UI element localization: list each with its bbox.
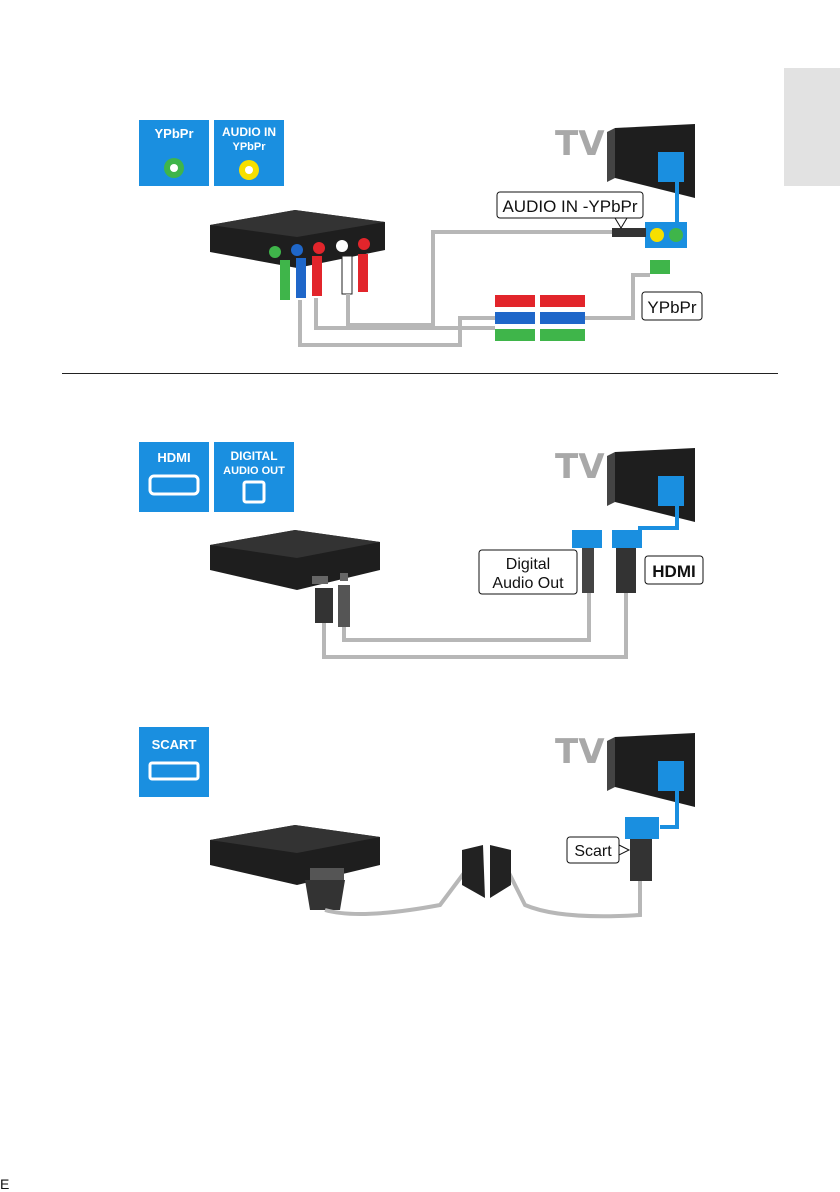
tv-icon <box>607 448 695 532</box>
digital-callout-line1: Digital <box>506 556 550 573</box>
tv-label: TV <box>555 447 605 487</box>
tv-icon <box>607 733 695 827</box>
source-plugs <box>315 585 350 627</box>
audio-in-badge-line1: AUDIO IN <box>222 125 276 139</box>
hdmi-connection-diagram: HDMI DIGITAL AUDIO OUT TV Digital Au <box>0 430 840 670</box>
audio-in-callout-text: AUDIO IN -YPbPr <box>502 197 637 216</box>
page-number: E <box>0 1176 9 1192</box>
audio-in-badge-line2: YPbPr <box>232 141 266 153</box>
hdmi-badge: HDMI <box>139 442 209 512</box>
tv-label: TV <box>555 732 605 772</box>
digital-badge-line1: DIGITAL <box>230 449 277 463</box>
digital-badge-line2: AUDIO OUT <box>223 465 285 477</box>
tv-scart-port <box>625 817 659 881</box>
ypbpr-callout: YPbPr <box>642 292 702 320</box>
source-scart-plug <box>305 880 345 910</box>
scart-callout: Scart <box>567 837 629 863</box>
ypbpr-badge-label: YPbPr <box>154 126 193 141</box>
tv-label: TV <box>555 124 605 164</box>
section-divider <box>62 373 778 374</box>
source-device <box>210 825 380 885</box>
scart-badge: SCART <box>139 727 209 797</box>
digital-audio-out-badge: DIGITAL AUDIO OUT <box>214 442 294 512</box>
cables <box>324 590 626 657</box>
hdmi-callout: HDMI <box>645 556 703 584</box>
digital-audio-out-callout: Digital Audio Out <box>479 550 577 594</box>
digital-callout-line2: Audio Out <box>492 575 564 592</box>
audio-in-ypbpr-callout: AUDIO IN -YPbPr <box>497 192 643 228</box>
scart-callout-text: Scart <box>574 843 612 860</box>
hdmi-callout-text: HDMI <box>652 562 695 581</box>
scart-adapter <box>462 845 511 898</box>
source-device <box>210 530 380 590</box>
hdmi-badge-label: HDMI <box>157 450 190 465</box>
tv-ports <box>572 530 642 593</box>
ypbpr-badge: YPbPr <box>139 120 209 186</box>
scart-connection-diagram: SCART TV Scart <box>0 715 840 925</box>
ypbpr-connection-diagram: YPbPr AUDIO IN YPbPr <box>0 100 840 360</box>
ypbpr-callout-text: YPbPr <box>647 298 696 317</box>
tv-audio-panel <box>612 222 687 274</box>
rca-adapters <box>495 295 585 341</box>
scart-badge-label: SCART <box>152 737 197 752</box>
audio-in-ypbpr-badge: AUDIO IN YPbPr <box>214 120 284 186</box>
